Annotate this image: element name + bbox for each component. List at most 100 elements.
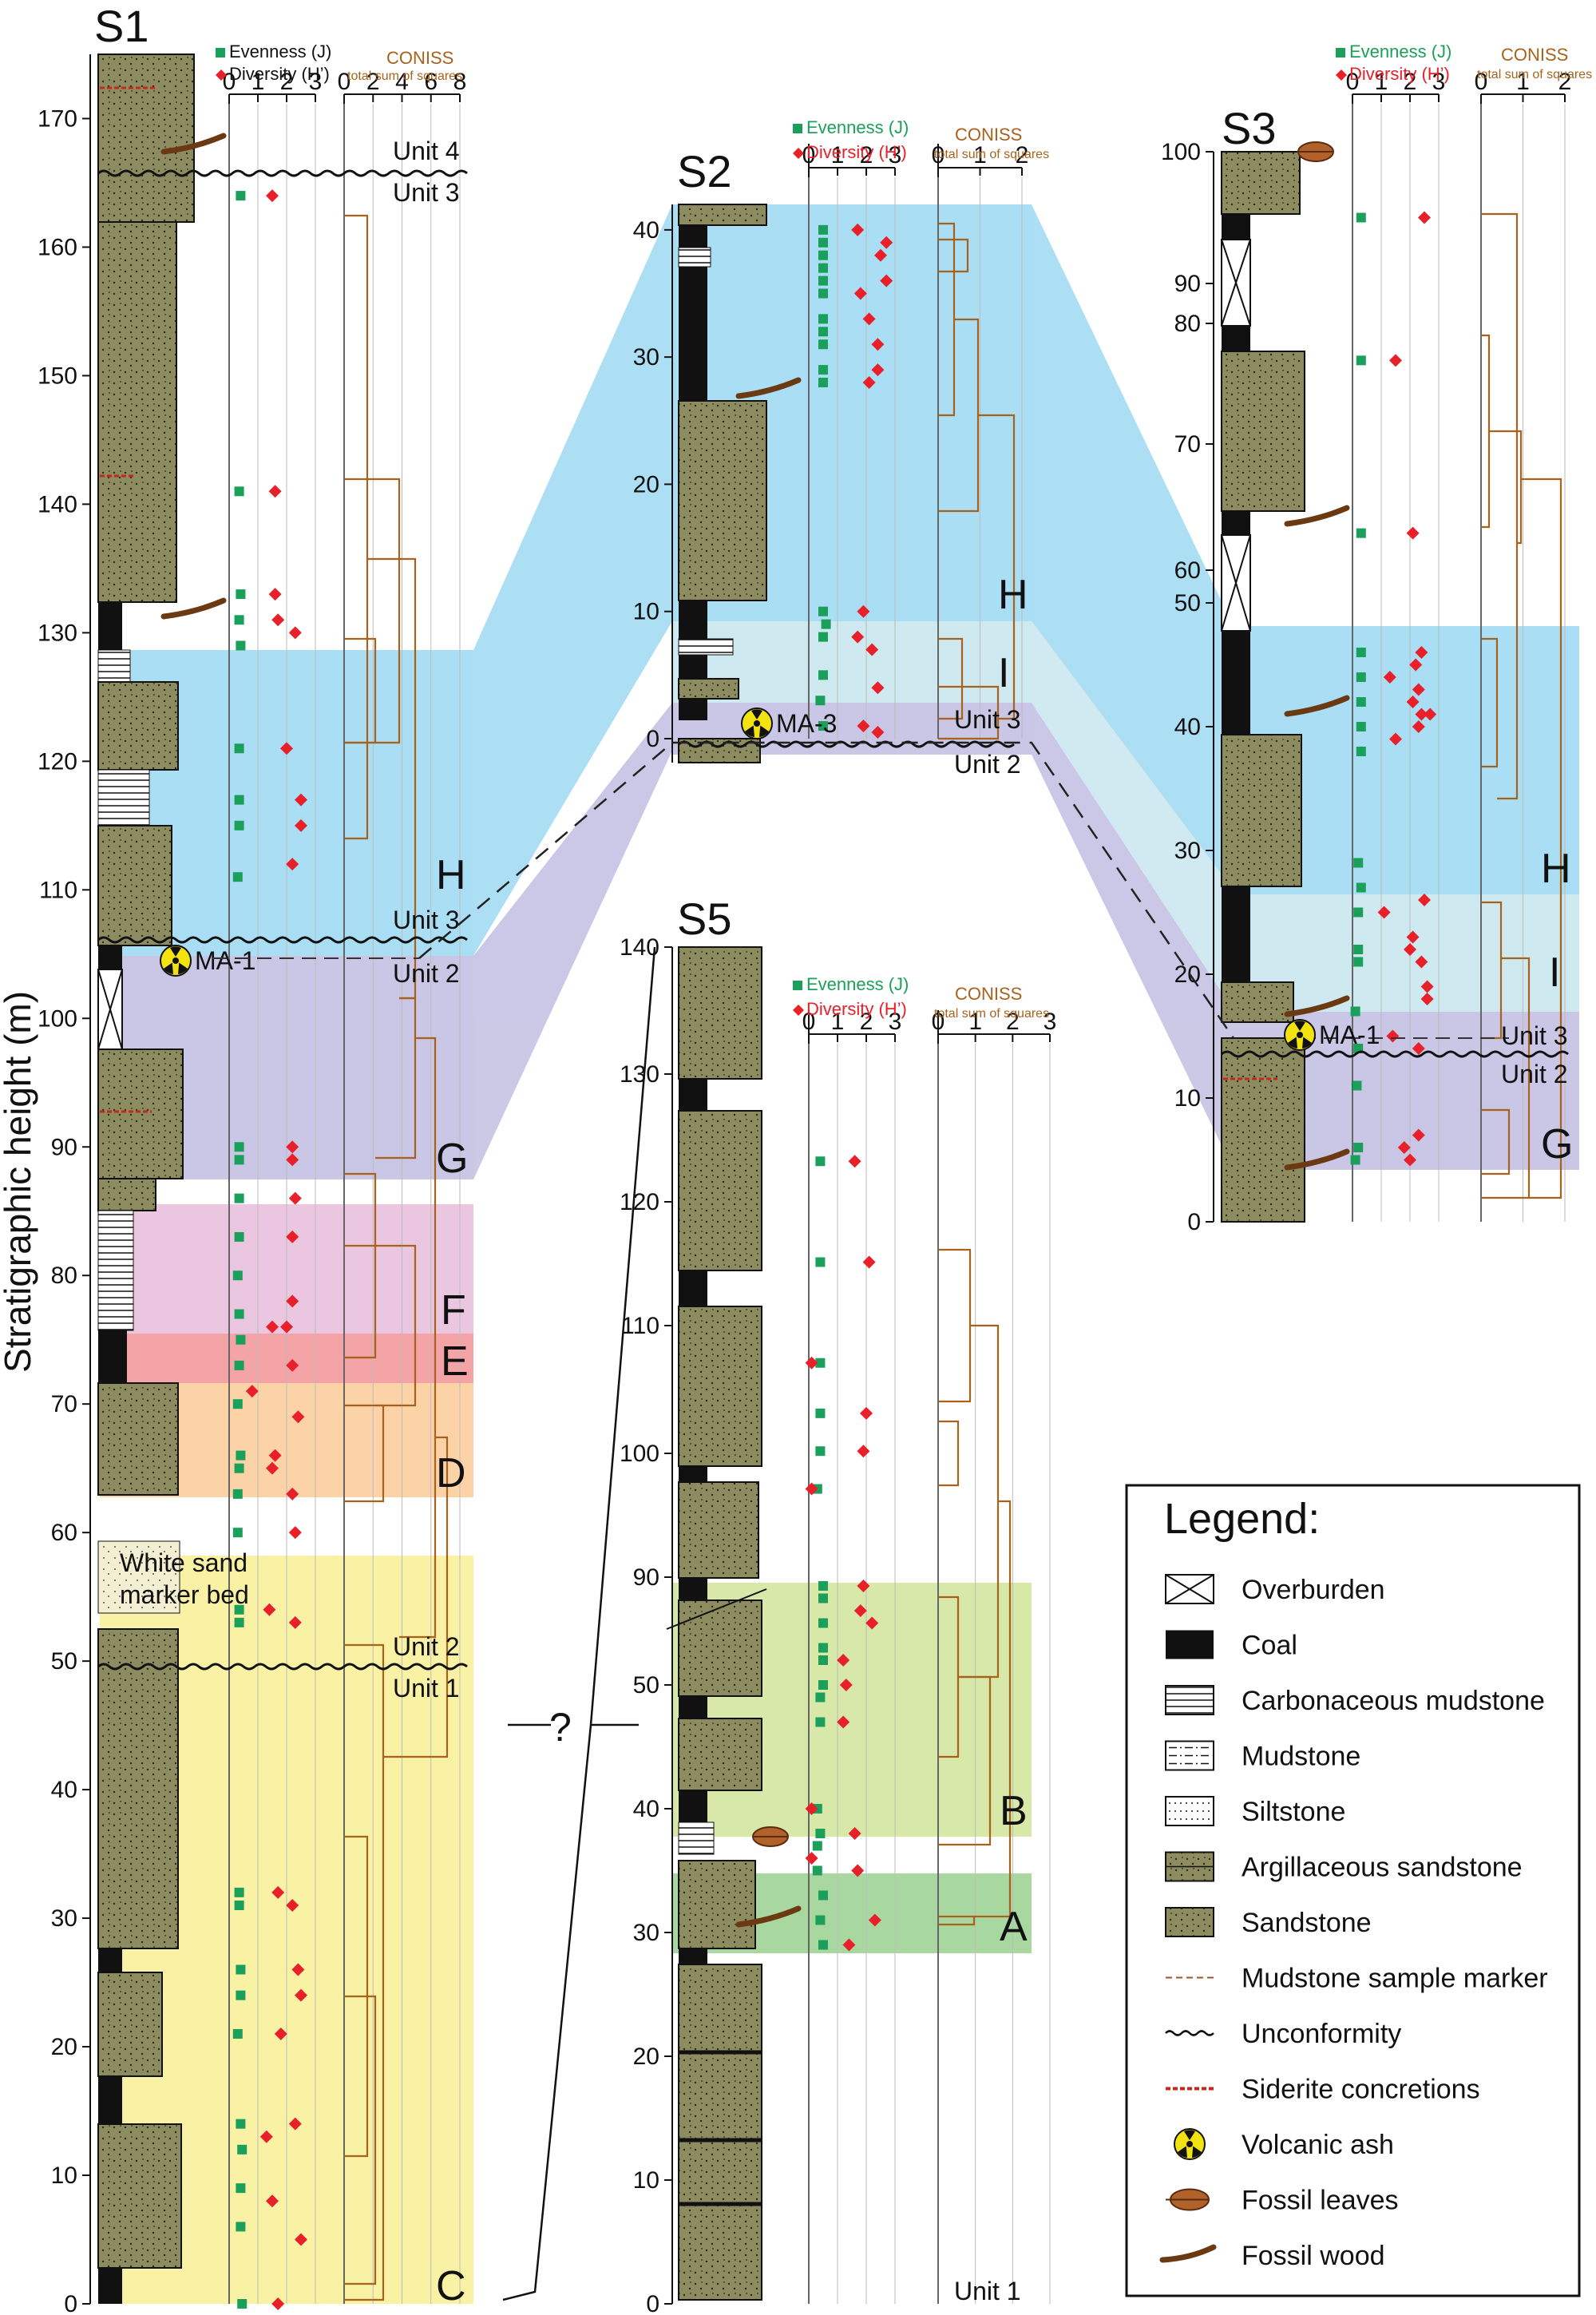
diversity-point (286, 1230, 299, 1243)
evenness-point (1356, 648, 1366, 657)
s1-sandstone-upper (97, 54, 195, 223)
y-tick-label: 70 (51, 1391, 77, 1417)
s5-coal-3 (679, 1466, 707, 1482)
diversity-point (295, 793, 307, 807)
legend-label: Overburden (1242, 1575, 1385, 1605)
diversity-point (291, 1410, 305, 1424)
y-tick-label: 40 (1174, 714, 1201, 740)
y-tick-label: 100 (38, 1005, 77, 1032)
section-S1: 0102030405060708090100110120130140150160… (38, 1, 473, 2315)
s5-coniss-dendrogram (938, 1248, 1012, 1926)
evenness-point (1353, 858, 1364, 868)
evenness-point (234, 1360, 244, 1370)
coniss-tick-label: 0 (932, 142, 945, 168)
s1-coal-e (98, 1330, 127, 1383)
diversity-point (880, 236, 893, 249)
diversity-point (1406, 696, 1420, 708)
evenness-point (818, 1940, 828, 1950)
s1-unconformity-2-1 (97, 1663, 468, 1671)
s2-zone-H: H (998, 572, 1028, 618)
y-tick-label: 20 (633, 2043, 659, 2070)
y-tick-label: 140 (620, 934, 659, 961)
s1-sandstone-g (97, 1048, 184, 1179)
y-tick-label: 120 (38, 748, 77, 775)
y-tick-label: 50 (51, 1648, 77, 1675)
diversity-point (286, 1898, 299, 1912)
diversity-point (1404, 943, 1416, 956)
diversity-point (288, 1615, 302, 1629)
s1-sandstone-h2 (97, 825, 172, 946)
y-tick-label: 20 (51, 2034, 77, 2060)
wood-icon (1284, 505, 1350, 527)
evenness-point (236, 589, 246, 600)
s3-coniss-subheader: total sum of squares (1477, 68, 1592, 81)
diversity-point (1415, 708, 1428, 721)
diversity-point (1412, 1042, 1425, 1055)
evenness-point (821, 619, 831, 629)
s3-zone-H: H (1541, 846, 1571, 892)
evenness-point (236, 640, 246, 651)
s1-zone-G: G (436, 1136, 468, 1182)
evenness-point (818, 606, 828, 616)
y-tick-label: 10 (633, 2167, 659, 2194)
coniss-tick-label: 2 (366, 69, 380, 95)
s3-diversity-header: Diversity (H’) (1349, 64, 1450, 84)
legend-label: Fossil wood (1242, 2241, 1385, 2271)
s1-coniss-header: CONISS (386, 48, 453, 68)
corr-H-S1-S2 (473, 204, 1032, 956)
s1-sandstone-c2 (97, 1972, 163, 2077)
evenness-point (234, 1604, 244, 1615)
coniss-tick-label: 8 (453, 69, 467, 95)
diversity-point (271, 613, 285, 627)
evenness-point (232, 2028, 243, 2039)
legend-label: Carbonaceous mudstone (1242, 1686, 1545, 1716)
s5-coniss-header: CONISS (955, 984, 1022, 1004)
s2-unit2: Unit 2 (954, 750, 1021, 779)
s1-white-sand (97, 1540, 180, 1614)
s5-coal-6 (679, 1790, 707, 1822)
s2-sandstone-i (678, 678, 739, 700)
diversity-point (286, 1358, 299, 1372)
evenness-point (234, 820, 244, 830)
y-tick-label: 0 (646, 2291, 659, 2315)
wood-icon (1159, 2244, 1217, 2263)
diversity-point (862, 312, 876, 326)
sandstone-swatch (1165, 1907, 1214, 1937)
leaf-icon (1166, 2188, 1210, 2211)
s2-coniss-dendrogram (938, 222, 1016, 740)
evenness-point (236, 2183, 246, 2194)
y-tick-label: 40 (633, 217, 659, 244)
diversity-point (271, 2297, 285, 2310)
y-tick-label: 30 (633, 1920, 659, 1946)
diversity-point (268, 485, 282, 498)
s3-coal-h (1222, 631, 1250, 735)
diversity-point (1418, 894, 1431, 906)
diversity-point (266, 2194, 279, 2208)
y-tick-label: 130 (620, 1061, 659, 1088)
div-tick-label: 2 (860, 1009, 873, 1035)
diversity-point (868, 1913, 881, 1927)
diversity-point (1383, 671, 1396, 684)
y-tick-label: 90 (633, 1564, 659, 1591)
diversity-point (1389, 354, 1402, 367)
s1-carb-mud (97, 649, 131, 683)
diversity-point (874, 248, 887, 262)
y-tick-label: 90 (51, 1134, 77, 1160)
diversity-point (865, 1616, 879, 1630)
s2-silt-i (678, 638, 734, 656)
coniss-tick-label: 0 (932, 1009, 945, 1035)
s1-coal-c2 (98, 2076, 122, 2124)
unconformity-swatch (1165, 2030, 1214, 2036)
evenness-point (818, 1643, 828, 1653)
y-tick-label: 70 (1174, 431, 1201, 458)
diversity-point (266, 189, 279, 203)
diversity-point (805, 1356, 818, 1370)
s5-coal-4 (679, 1578, 707, 1600)
div-tick-label: 1 (251, 69, 265, 95)
y-tick-label: 170 (38, 105, 77, 132)
s3-title: S3 (1222, 103, 1277, 153)
s1-title: S1 (94, 1, 149, 51)
s5-sandstone-6 (678, 1718, 762, 1791)
